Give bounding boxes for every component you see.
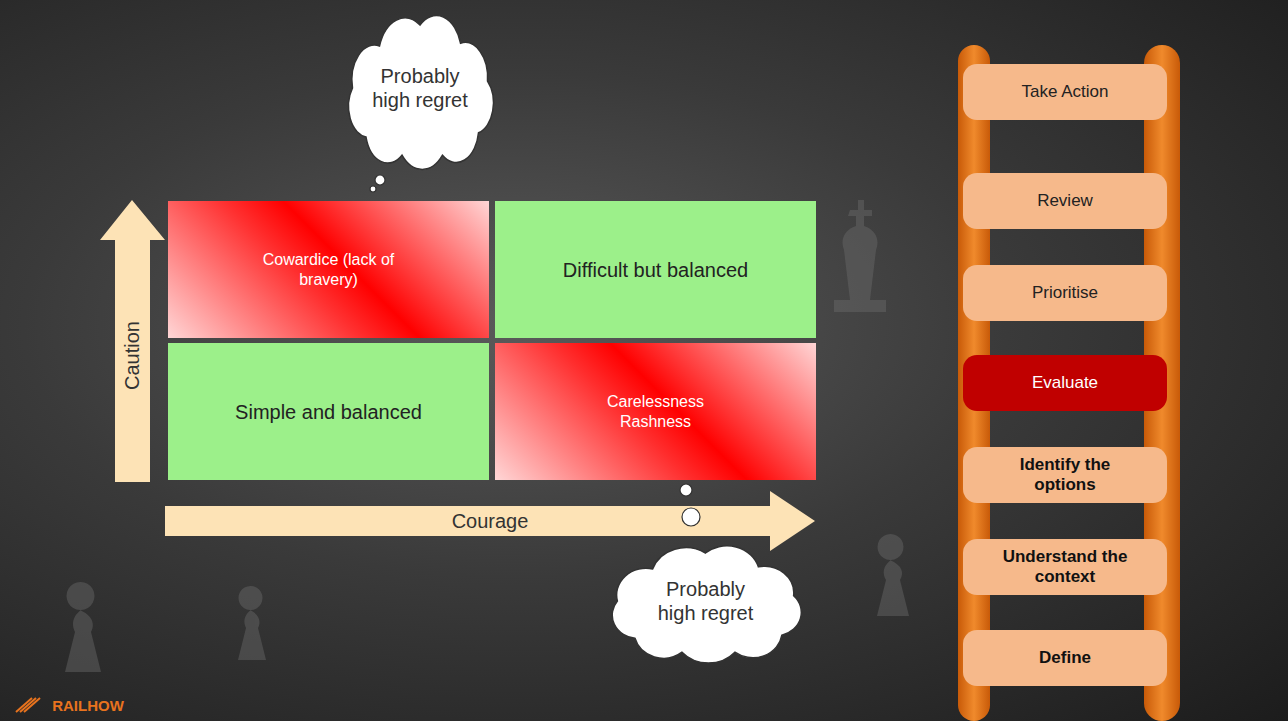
ladder-rung: Take Action xyxy=(963,64,1167,120)
courage-arrow xyxy=(165,491,815,551)
cloud-outline xyxy=(612,546,801,663)
step-label: Evaluate xyxy=(1032,373,1098,393)
ladder-rung: Review xyxy=(963,173,1167,229)
logo-mark xyxy=(16,698,40,712)
chess-pieces xyxy=(65,200,909,672)
ladder-rung: Identify the options xyxy=(963,447,1167,503)
quadrant-box: Carelessness Rashness xyxy=(495,343,816,480)
axis-label: Caution xyxy=(121,321,144,390)
cloud-text: Probably high regret xyxy=(365,64,475,112)
ladder-rung: Prioritise xyxy=(963,265,1167,321)
cloud-outline xyxy=(330,4,510,172)
cloud-outline xyxy=(588,537,823,665)
step-label: Understand the context xyxy=(990,547,1140,588)
quadrant-label: Difficult but balanced xyxy=(563,258,748,282)
step-label: Take Action xyxy=(1022,82,1109,102)
cloud-outline xyxy=(349,16,494,170)
logo-text: RAILHOW xyxy=(52,697,124,714)
step-label: Review xyxy=(1037,191,1093,211)
ladder-rung: Understand the context xyxy=(963,539,1167,595)
thought-cloud: Probably high regret xyxy=(588,537,823,665)
ladder-rung: Define xyxy=(963,630,1167,686)
step-label: Prioritise xyxy=(1032,283,1098,303)
ladder-rung: Evaluate xyxy=(963,355,1167,411)
cloud-text: Probably high regret xyxy=(651,577,761,625)
step-label: Identify the options xyxy=(990,455,1140,496)
quadrant-label: Simple and balanced xyxy=(235,400,422,424)
thought-cloud: Probably high regret xyxy=(330,4,510,172)
quadrant-box: Cowardice (lack of bravery) xyxy=(168,201,489,338)
quadrant-label: Cowardice (lack of bravery) xyxy=(244,250,414,288)
step-label: Define xyxy=(1039,648,1091,668)
caution-arrow xyxy=(100,200,165,482)
quadrant-box: Difficult but balanced xyxy=(495,201,816,338)
quadrant-label: Carelessness Rashness xyxy=(596,392,716,430)
quadrant-box: Simple and balanced xyxy=(168,343,489,480)
axis-label: Courage xyxy=(452,510,529,533)
